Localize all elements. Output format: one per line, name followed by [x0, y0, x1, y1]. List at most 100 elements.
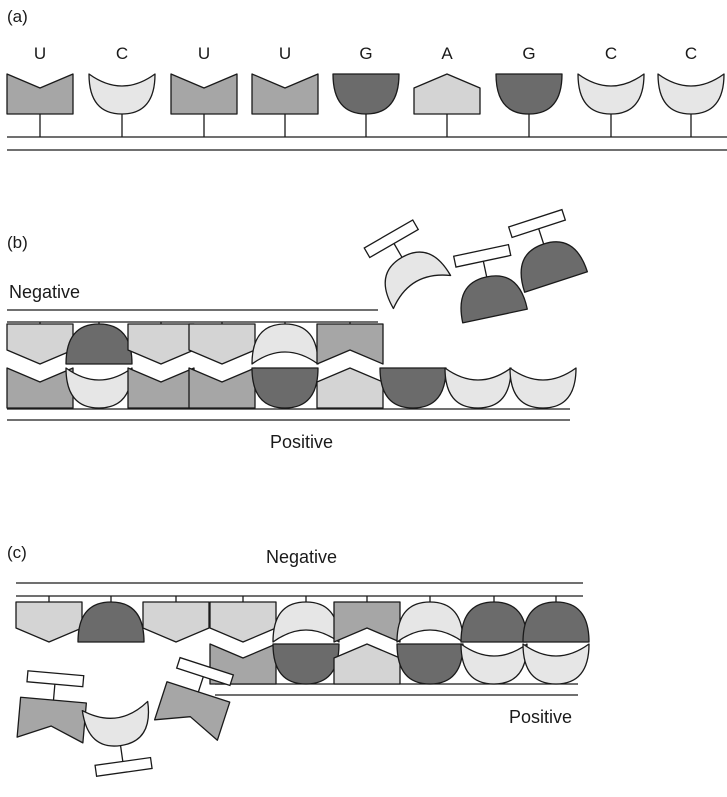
nucleotide-shape — [251, 323, 319, 365]
nucleotide-shape — [577, 73, 645, 115]
nucleotide-shape — [444, 367, 512, 409]
negative-nucleotide-c — [272, 596, 340, 643]
negative-nucleotide-a — [6, 322, 74, 365]
base-letter: U — [198, 44, 210, 63]
nucleotide-shape — [384, 251, 452, 310]
triphosphate-tail — [94, 756, 153, 777]
panel-c-nucleotides — [15, 596, 590, 777]
nucleotide-shape — [65, 367, 133, 409]
nucleotide-shape — [6, 323, 74, 365]
nucleotide-shape — [333, 643, 401, 685]
nucleotide-c — [88, 73, 156, 137]
nucleotide-c — [577, 73, 645, 137]
base-letter: C — [605, 44, 617, 63]
negative-nucleotide-u — [333, 596, 401, 643]
negative-strand-label: Negative — [266, 547, 337, 567]
positive-nucleotide-c — [444, 367, 512, 409]
negative-nucleotide-g — [77, 596, 145, 643]
nucleotide-shape — [81, 700, 150, 747]
free-nucleotide-g — [507, 208, 589, 293]
positive-nucleotide-g — [396, 643, 464, 685]
nucleotide-c — [657, 73, 725, 137]
nucleotide-stem — [538, 228, 545, 245]
nucleotide-shape — [522, 643, 590, 685]
nucleotide-u — [170, 73, 238, 137]
triphosphate-tail — [507, 208, 567, 239]
nucleotide-shape — [188, 367, 256, 409]
nucleotide-shape — [379, 367, 447, 409]
positive-strand-label: Positive — [509, 707, 572, 727]
nucleotide-shape — [6, 73, 74, 115]
nucleotide-stem — [393, 243, 403, 258]
panel-a-letters: U C U U G A G C C — [34, 44, 697, 63]
nucleotide-shape — [460, 601, 528, 643]
nucleotide-shape — [209, 601, 277, 643]
nucleotide-shape — [272, 601, 340, 643]
negative-nucleotide-a — [15, 596, 83, 643]
panel-b: (b) Negative Positive — [6, 208, 589, 452]
nucleotide-shape — [413, 73, 481, 115]
positive-nucleotide-u — [6, 367, 74, 409]
nucleotide-shape — [127, 367, 195, 409]
positive-nucleotide-a — [316, 367, 384, 409]
nucleotide-stem — [52, 684, 56, 701]
nucleotide-shape — [153, 681, 231, 741]
base-letter: A — [441, 44, 453, 63]
nucleotide-g — [332, 73, 400, 137]
panel-a-label: (a) — [7, 7, 28, 26]
nucleotide-shape — [65, 323, 133, 365]
positive-nucleotide-a — [333, 643, 401, 685]
negative-nucleotide-a — [209, 596, 277, 643]
nucleotide-shape — [77, 601, 145, 643]
free-nucleotide-g — [452, 243, 528, 324]
positive-nucleotide-c — [65, 367, 133, 409]
free-nucleotide-u — [153, 656, 235, 741]
nucleotide-shape — [316, 367, 384, 409]
nucleotide-shape — [509, 367, 577, 409]
panel-a-nucleotides — [6, 73, 725, 137]
negative-nucleotide-u — [316, 322, 384, 365]
base-letter: C — [116, 44, 128, 63]
base-letter: U — [279, 44, 291, 63]
negative-strand-label: Negative — [9, 282, 80, 302]
base-letter: G — [359, 44, 372, 63]
panel-b-label: (b) — [7, 233, 28, 252]
nucleotide-shape — [251, 367, 319, 409]
nucleotide-shape — [396, 643, 464, 685]
positive-nucleotide-c — [522, 643, 590, 685]
free-nucleotide-u — [16, 670, 88, 744]
triphosphate-tail — [363, 219, 420, 259]
positive-nucleotide-g — [379, 367, 447, 409]
positive-nucleotide-g — [272, 643, 340, 685]
panel-c-label: (c) — [7, 543, 27, 562]
nucleotide-shape — [170, 73, 238, 115]
nucleotide-shape — [495, 73, 563, 115]
negative-nucleotide-a — [188, 322, 256, 365]
positive-nucleotide-u — [127, 367, 195, 409]
triphosphate-tail — [175, 656, 235, 687]
negative-nucleotide-g — [460, 596, 528, 643]
nucleotide-shape — [127, 323, 195, 365]
panel-b-nucleotides — [6, 208, 589, 409]
nucleotide-shape — [16, 696, 88, 744]
triphosphate-tail — [452, 243, 512, 268]
panel-a: (a) U C U U G A G C C — [6, 7, 727, 151]
nucleotide-shape — [88, 73, 156, 115]
nucleotide-shape — [142, 601, 210, 643]
positive-strand-label: Positive — [270, 432, 333, 452]
free-nucleotide-c — [81, 700, 153, 777]
base-letter: U — [34, 44, 46, 63]
panel-c: (c) Negative Positive — [7, 543, 590, 777]
nucleotide-shape — [188, 323, 256, 365]
nucleotide-shape — [460, 643, 528, 685]
base-letter: C — [685, 44, 697, 63]
nucleotide-shape — [657, 73, 725, 115]
nucleotide-shape — [396, 601, 464, 643]
nucleotide-stem — [119, 745, 124, 762]
positive-nucleotide-c — [460, 643, 528, 685]
nucleotide-g — [495, 73, 563, 137]
base-letter: G — [522, 44, 535, 63]
positive-nucleotide-c — [509, 367, 577, 409]
nucleotide-shape — [6, 367, 74, 409]
